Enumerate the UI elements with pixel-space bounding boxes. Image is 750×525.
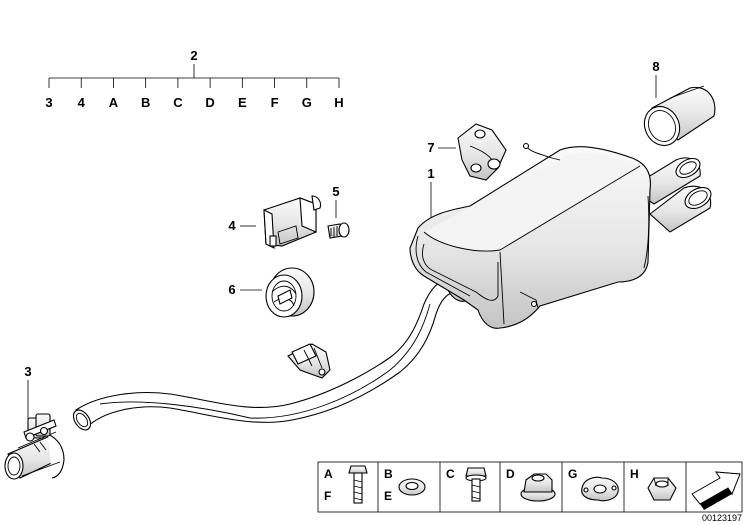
legend-letter-g: G — [568, 467, 577, 481]
legend-letter-d: D — [506, 467, 515, 481]
kit-item-label: 4 — [78, 95, 86, 110]
rear-muffler: 1 — [409, 142, 712, 329]
legend-letter-b: B — [384, 467, 393, 481]
collar-screw-icon — [465, 467, 487, 502]
washer-icon — [398, 478, 426, 496]
document-number: 00123197 — [702, 513, 742, 523]
kit-item-label: F — [271, 95, 279, 110]
hex-bolt-icon — [348, 465, 368, 504]
fastener-legend: A F B E C D G — [317, 461, 743, 513]
flange-nut-icon — [520, 473, 556, 502]
pipe-clamp: 3 — [4, 364, 65, 480]
callout-4: 4 — [228, 218, 236, 233]
kit-item-label: D — [205, 95, 214, 110]
kit-item-label: G — [302, 95, 312, 110]
rubber-mount: 6 — [228, 267, 315, 318]
kit-item-label: B — [141, 95, 150, 110]
front-pipe — [72, 275, 461, 431]
screw: 5 — [327, 184, 350, 239]
hex-nut-icon — [647, 477, 677, 501]
kit-item-label: E — [238, 95, 247, 110]
kit-item-label: 3 — [45, 95, 52, 110]
legend-letter-h: H — [630, 467, 639, 481]
callout-3: 3 — [24, 364, 31, 379]
vehicle-direction-arrow-icon — [691, 471, 741, 510]
callout-5: 5 — [332, 184, 339, 199]
tail-pipe-trim: 8 — [643, 59, 716, 147]
kit-item-label: H — [334, 95, 343, 110]
rubber-hanger: 7 — [427, 123, 507, 181]
legend-letter-e: E — [384, 489, 392, 503]
callout-1: 1 — [427, 166, 434, 181]
kit-bracket: 2 3 4 A B C D E F G H — [45, 48, 343, 110]
gasket-icon — [581, 476, 619, 502]
mounting-bracket: 4 — [228, 195, 322, 249]
legend-letter-a: A — [324, 467, 333, 481]
callout-6: 6 — [228, 282, 235, 297]
callout-2: 2 — [190, 48, 197, 63]
legend-letter-f: F — [324, 489, 331, 503]
kit-item-label: C — [173, 95, 183, 110]
callout-8: 8 — [652, 59, 659, 74]
kit-item-label: A — [109, 95, 119, 110]
callout-7: 7 — [427, 140, 434, 155]
legend-letter-c: C — [446, 467, 455, 481]
